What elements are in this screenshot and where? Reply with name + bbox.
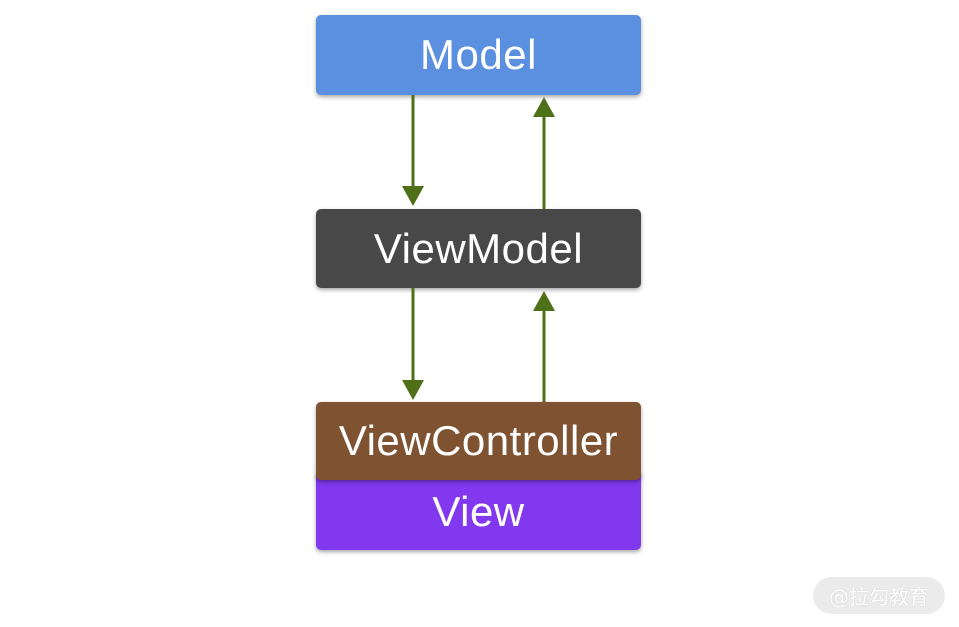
arrow-model-to-viewmodel bbox=[402, 95, 424, 206]
arrow-viewmodel-to-viewcontroller bbox=[402, 288, 424, 400]
arrow-viewmodel-to-model bbox=[533, 97, 555, 209]
viewcontroller-node: ViewController bbox=[316, 402, 641, 480]
view-node: View bbox=[316, 470, 641, 550]
model-node: Model bbox=[316, 15, 641, 95]
watermark: @拉勾教育 bbox=[813, 577, 945, 614]
arrow-viewcontroller-to-viewmodel bbox=[533, 291, 555, 402]
viewmodel-node: ViewModel bbox=[316, 209, 641, 288]
